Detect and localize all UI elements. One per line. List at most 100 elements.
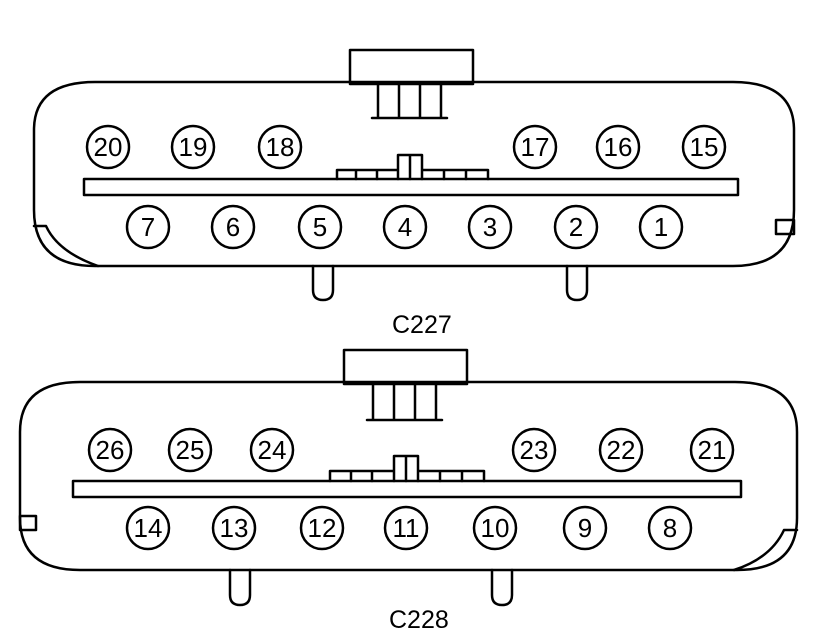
pin-number: 12	[308, 513, 337, 543]
pin-circle	[297, 204, 343, 250]
pin-7: 7	[125, 204, 171, 250]
c227-side-key	[774, 218, 796, 236]
pin-11: 11	[383, 505, 429, 551]
pin-circle	[125, 505, 171, 551]
pin-number: 19	[179, 132, 208, 162]
pin-9: 9	[562, 505, 608, 551]
pin-circle	[647, 505, 693, 551]
pin-number: 3	[483, 212, 497, 242]
pin-6: 6	[210, 204, 256, 250]
c227-bottom-pin-row: 7 6 5 4 3 2 1	[125, 204, 684, 250]
c227-latch	[348, 48, 475, 86]
connector-c228	[18, 348, 799, 607]
pin-circle	[689, 427, 735, 473]
pin-2: 2	[553, 204, 599, 250]
c227-top-pin-row: 20 19 18 17 16 15	[85, 124, 727, 170]
c227-divider-bar	[82, 177, 740, 197]
pin-22: 22	[598, 427, 644, 473]
pin-number: 7	[141, 212, 155, 242]
pin-circle	[299, 505, 345, 551]
c227-label: C227	[392, 311, 452, 339]
pin-number: 22	[607, 435, 636, 465]
pin-circle	[382, 204, 428, 250]
pin-circle	[383, 505, 429, 551]
pin-number: 11	[393, 513, 420, 543]
pin-1: 1	[638, 204, 684, 250]
c228-foot-left	[228, 568, 252, 607]
pin-8: 8	[647, 505, 693, 551]
c227-corner-notch	[32, 224, 100, 268]
pin-number: 2	[569, 212, 583, 242]
c227-latch-stem	[370, 82, 449, 120]
c227-foot-right	[565, 264, 589, 302]
pin-circle	[211, 505, 257, 551]
pin-number: 4	[398, 212, 412, 242]
pin-number: 17	[521, 132, 550, 162]
pin-number: 8	[663, 513, 677, 543]
c228-label: C228	[389, 606, 449, 634]
pin-circle	[85, 124, 131, 170]
pin-circle	[125, 204, 171, 250]
pin-circle	[512, 124, 558, 170]
pin-circle	[170, 124, 216, 170]
pin-number: 16	[604, 132, 633, 162]
pin-5: 5	[297, 204, 343, 250]
pin-13: 13	[211, 505, 257, 551]
pin-circle	[249, 427, 295, 473]
pin-circle	[681, 124, 727, 170]
pin-number: 25	[176, 435, 205, 465]
pin-17: 17	[512, 124, 558, 170]
connector-c227	[32, 48, 796, 302]
pin-23: 23	[511, 427, 557, 473]
c228-foot-right	[490, 568, 514, 607]
pin-number: 26	[96, 435, 125, 465]
c227-key-strip	[335, 153, 490, 181]
pin-16: 16	[595, 124, 641, 170]
c227-foot-left	[311, 264, 335, 302]
pin-circle	[562, 505, 608, 551]
pin-10: 10	[472, 505, 518, 551]
pin-25: 25	[167, 427, 213, 473]
pin-3: 3	[467, 204, 513, 250]
pin-circle	[167, 427, 213, 473]
pin-circle	[598, 427, 644, 473]
pin-12: 12	[299, 505, 345, 551]
pin-circle	[595, 124, 641, 170]
pin-number: 1	[654, 212, 668, 242]
pin-18: 18	[257, 124, 303, 170]
pin-number: 20	[94, 132, 123, 162]
pin-circle	[257, 124, 303, 170]
pin-26: 26	[87, 427, 133, 473]
pin-number: 5	[313, 212, 327, 242]
c228-key-strip	[328, 454, 486, 483]
pin-14: 14	[125, 505, 171, 551]
pin-24: 24	[249, 427, 295, 473]
pin-19: 19	[170, 124, 216, 170]
c228-divider-bar	[71, 479, 743, 499]
c228-top-pin-row: 26 25 24 23 22 21	[87, 427, 735, 473]
pin-number: 6	[226, 212, 240, 242]
pin-number: 15	[690, 132, 719, 162]
pin-circle	[511, 427, 557, 473]
c228-latch	[342, 348, 469, 386]
pin-circle	[472, 505, 518, 551]
pin-number: 24	[258, 435, 287, 465]
pin-number: 9	[578, 513, 592, 543]
pin-4: 4	[382, 204, 428, 250]
pin-21: 21	[689, 427, 735, 473]
pin-circle	[210, 204, 256, 250]
c228-corner-notch	[732, 528, 799, 572]
pin-circle	[467, 204, 513, 250]
pin-20: 20	[85, 124, 131, 170]
pin-number: 23	[520, 435, 549, 465]
pin-number: 14	[134, 513, 163, 543]
pin-circle	[638, 204, 684, 250]
pin-number: 13	[220, 513, 249, 543]
c228-bottom-pin-row: 14 13 12 11 10 9 8	[125, 505, 693, 551]
c228-latch-stem	[365, 382, 444, 422]
c228-side-key	[18, 514, 38, 532]
pin-number: 21	[698, 435, 727, 465]
pin-circle	[87, 427, 133, 473]
pin-number: 18	[266, 132, 295, 162]
